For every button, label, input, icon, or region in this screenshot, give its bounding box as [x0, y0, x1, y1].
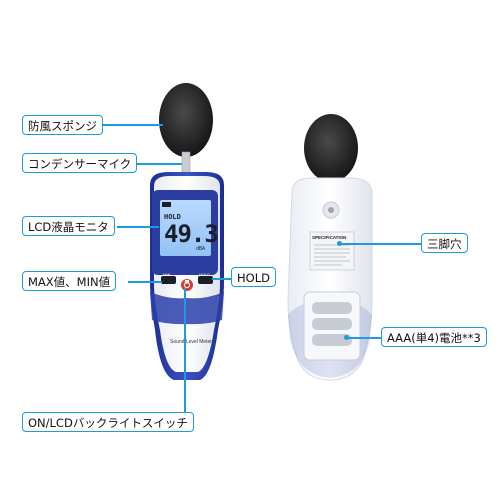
- label-lcd: LCD液晶モニタ: [22, 216, 115, 236]
- label-hold: HOLD: [231, 267, 276, 287]
- button-maxmin-label: MIN: [163, 272, 171, 277]
- hold-button: [198, 276, 213, 284]
- lcd-hold-indicator: HOLD: [164, 213, 181, 221]
- label-maxmin: MAX値、MIN値: [22, 271, 117, 291]
- lcd-reading: 49.3: [164, 220, 219, 248]
- button-hold-label: HOLD: [199, 272, 211, 277]
- lcd-unit: dBA: [196, 246, 206, 252]
- brand-text: Sound Level Meter: [170, 339, 212, 345]
- front-meter: [150, 83, 224, 380]
- label-tripod: 三脚穴: [421, 233, 468, 253]
- lcd-screen: [160, 200, 211, 256]
- label-microphone: コンデンサーマイク: [22, 153, 138, 173]
- label-windscreen: 防風スポンジ: [22, 115, 103, 135]
- label-power: ON/LCDバックライトスイッチ: [22, 412, 194, 432]
- spec-title: SPECIFICATION: [312, 235, 347, 240]
- spec-plate: [309, 231, 355, 271]
- back-meter: [287, 114, 373, 381]
- label-battery: AAA(単4)電池**3: [381, 327, 487, 347]
- windscreen-sponge: [159, 83, 213, 157]
- maxmin-button: [161, 276, 176, 284]
- back-windscreen: [304, 114, 358, 182]
